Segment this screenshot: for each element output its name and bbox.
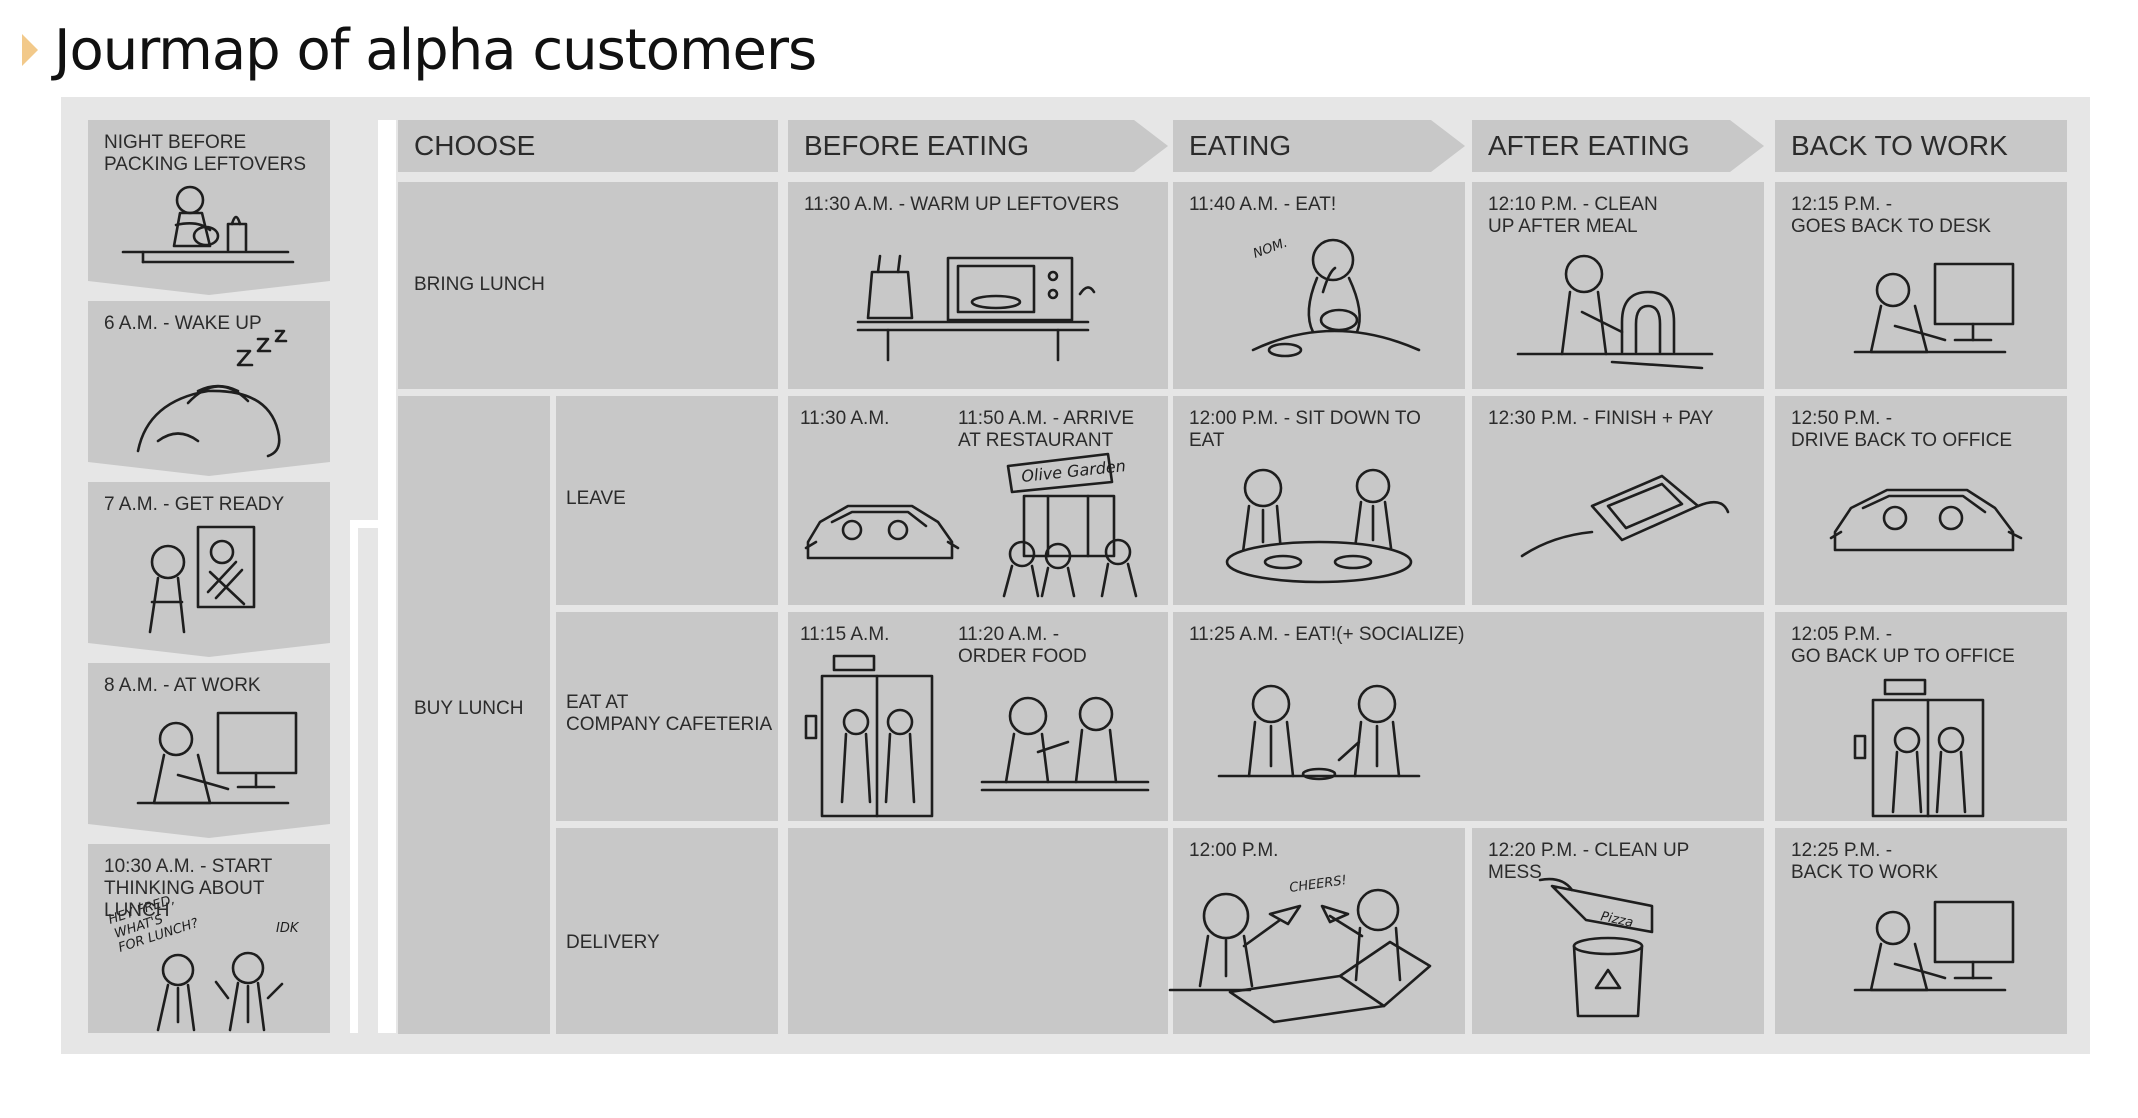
cell-del-back: 12:25 P.M. - BACK TO WORK xyxy=(1775,828,2067,1034)
cell-label: 12:50 P.M. - DRIVE BACK TO OFFICE xyxy=(1791,408,2013,451)
bracket-connector xyxy=(350,520,358,1033)
cell-label: 12:20 P.M. - CLEAN UP MESS xyxy=(1488,840,1690,883)
phase-eating: EATING xyxy=(1173,120,1465,172)
cell-label: 12:00 P.M. xyxy=(1189,840,1279,861)
cafeteria-eating-sketch xyxy=(1217,684,1421,781)
row-label: LEAVE xyxy=(566,488,626,509)
row-label: DELIVERY xyxy=(566,932,660,953)
row-cafeteria: EAT AT COMPANY CAFETERIA xyxy=(556,612,778,821)
desk-work-sketch xyxy=(118,703,318,823)
sink-cleaning-sketch xyxy=(1516,254,1714,370)
step-thinking-lunch: 10:30 A.M. - START THINKING ABOUT LUNCH … xyxy=(88,844,330,1033)
cell-leave-before: 11:30 A.M. 11:50 A.M. - ARRIVE AT RESTAU… xyxy=(788,396,1168,605)
car-sketch xyxy=(1829,488,2023,552)
step-label: 8 A.M. - AT WORK xyxy=(104,675,261,696)
row-delivery: DELIVERY xyxy=(556,828,778,1034)
bracket-connector xyxy=(352,520,378,528)
cell-bring-back: 12:15 P.M. - GOES BACK TO DESK xyxy=(1775,182,2067,389)
person-eating-sketch: NOM. xyxy=(1251,236,1421,358)
phase-before-eating: BEFORE EATING xyxy=(788,120,1168,172)
desk-work-sketch xyxy=(1853,262,2015,354)
step-label: 6 A.M. - WAKE UP xyxy=(104,313,262,334)
step-label: 10:30 A.M. - START THINKING ABOUT LUNCH xyxy=(104,856,273,921)
step-label: NIGHT BEFORE PACKING LEFTOVERS xyxy=(104,132,307,175)
bill-tray-sketch xyxy=(1520,474,1730,558)
pizza-box-label: Pizza xyxy=(1599,909,1634,931)
title-bullet-icon xyxy=(22,34,38,66)
cell-caf-back: 12:05 P.M. - GO BACK UP TO OFFICE xyxy=(1775,612,2067,821)
cell-bring-eating: 11:40 A.M. - EAT! NOM. xyxy=(1173,182,1465,389)
desk-work-sketch xyxy=(1853,900,2015,992)
cell-label-b: 11:50 A.M. - ARRIVE AT RESTAURANT xyxy=(958,408,1135,451)
microwave-sketch xyxy=(856,254,1096,362)
restaurant-table-sketch xyxy=(1225,468,1413,584)
row-label: BRING LUNCH xyxy=(414,274,545,295)
cell-label: 12:00 P.M. - SIT DOWN TO EAT xyxy=(1189,408,1421,451)
elevator-sketch xyxy=(1853,678,1985,818)
coworkers-talking-sketch: HEY FRED, WHAT'S FOR LUNCH? IDK xyxy=(107,892,300,1032)
step-get-ready: 7 A.M. - GET READY xyxy=(88,482,330,657)
elevator-sketch xyxy=(804,654,934,818)
cell-label: 12:05 P.M. - GO BACK UP TO OFFICE xyxy=(1791,624,2015,667)
cell-label: 12:30 P.M. - FINISH + PAY xyxy=(1488,408,1714,429)
cell-bring-before: 11:30 A.M. - WARM UP LEFTOVERS xyxy=(788,182,1168,389)
cell-label-b: 11:20 A.M. - ORDER FOOD xyxy=(958,624,1087,667)
pizza-cheers-sketch: CHEERS! xyxy=(1168,873,1432,1024)
cell-leave-after: 12:30 P.M. - FINISH + PAY xyxy=(1472,396,1764,605)
trash-can-sketch: Pizza xyxy=(1538,877,1654,1018)
restaurant-sketch: Olive Garden xyxy=(1002,452,1138,598)
row-buy-lunch: BUY LUNCH xyxy=(398,396,550,1034)
phase-back-to-work: BACK TO WORK xyxy=(1775,120,2067,172)
step-at-work: 8 A.M. - AT WORK xyxy=(88,663,330,838)
row-leave: LEAVE xyxy=(556,396,778,605)
cell-label-a: 11:15 A.M. xyxy=(800,624,890,645)
step-label: 7 A.M. - GET READY xyxy=(104,494,285,515)
mirror-sketch xyxy=(118,522,318,642)
cell-leave-eating: 12:00 P.M. - SIT DOWN TO EAT xyxy=(1173,396,1465,605)
cell-bring-after: 12:10 P.M. - CLEAN UP AFTER MEAL xyxy=(1472,182,1764,389)
cell-leave-back: 12:50 P.M. - DRIVE BACK TO OFFICE xyxy=(1775,396,2067,605)
phase-choose: CHOOSE xyxy=(398,120,778,172)
sound-effect: CHEERS! xyxy=(1288,873,1347,896)
sound-effect: NOM. xyxy=(1251,236,1289,262)
packing-leftovers-sketch xyxy=(118,180,308,290)
cell-label: 12:15 P.M. - GOES BACK TO DESK xyxy=(1791,194,1991,237)
cell-label: 11:25 A.M. - EAT!(+ SOCIALIZE) xyxy=(1189,624,1465,645)
cell-label-a: 11:30 A.M. xyxy=(800,408,890,429)
cell-label: 12:10 P.M. - CLEAN UP AFTER MEAL xyxy=(1488,194,1658,237)
row-label: BUY LUNCH xyxy=(414,698,524,719)
cell-caf-before: 11:15 A.M. 11:20 A.M. - ORDER FOOD xyxy=(788,612,1168,821)
sleeping-sketch xyxy=(118,331,318,461)
ordering-counter-sketch xyxy=(980,696,1150,792)
row-bring-lunch: BRING LUNCH xyxy=(398,182,778,389)
cell-label: 11:40 A.M. - EAT! xyxy=(1189,194,1337,215)
step-wake-up: 6 A.M. - WAKE UP xyxy=(88,301,330,476)
phase-after-eating: AFTER EATING xyxy=(1472,120,1764,172)
cell-caf-eating: 11:25 A.M. - EAT!(+ SOCIALIZE) xyxy=(1173,612,1764,821)
step-night-before: NIGHT BEFORE PACKING LEFTOVERS xyxy=(88,120,330,295)
cell-del-before xyxy=(788,828,1168,1034)
row-label: EAT AT COMPANY CAFETERIA xyxy=(566,692,773,735)
cell-label: 12:25 P.M. - BACK TO WORK xyxy=(1791,840,1939,883)
cell-del-after: 12:20 P.M. - CLEAN UP MESS Pizza xyxy=(1472,828,1764,1034)
page-title: Jourmap of alpha customers xyxy=(54,18,817,83)
cell-label: 11:30 A.M. - WARM UP LEFTOVERS xyxy=(804,194,1119,215)
car-sketch xyxy=(804,504,960,560)
bracket-connector xyxy=(378,120,396,1033)
speech-reply: IDK xyxy=(276,921,300,936)
